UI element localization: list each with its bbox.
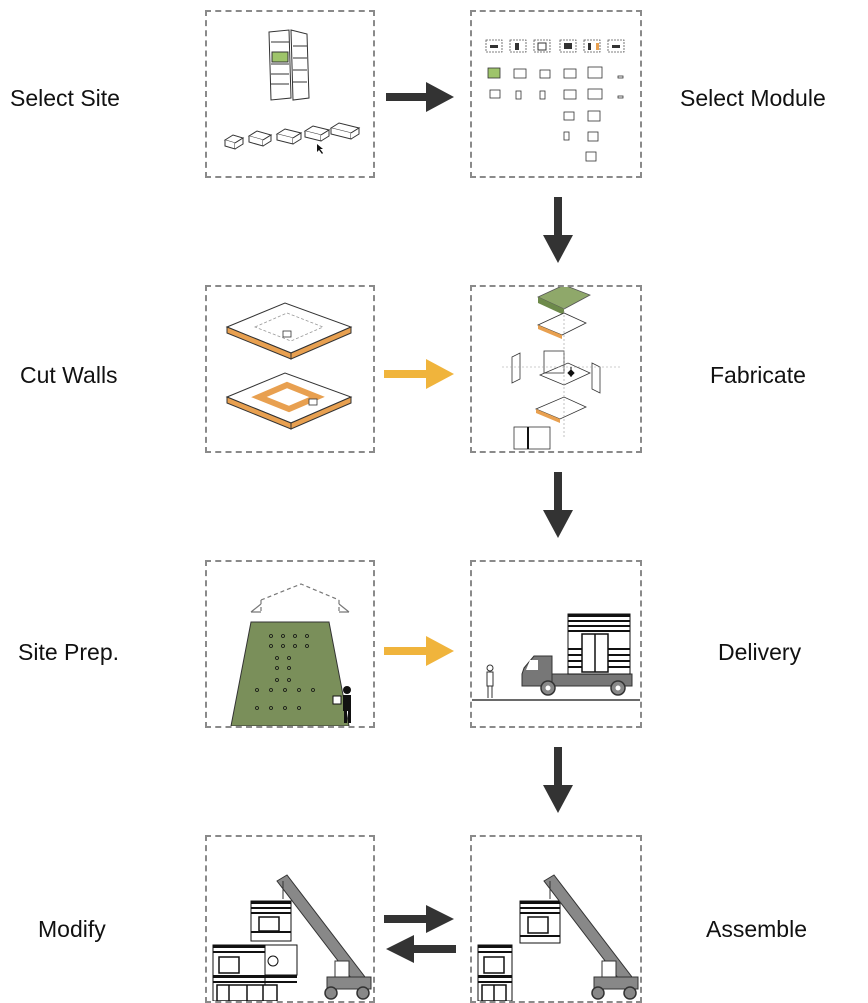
crane-assemble-drawing — [477, 874, 639, 1001]
arrow-select-site-to-module — [386, 82, 454, 112]
assemble-panel — [470, 835, 642, 1003]
fabricate-panel — [470, 285, 642, 453]
delivery-truck-drawing — [472, 613, 640, 726]
label-select-site: Select Site — [10, 85, 120, 111]
arrow-module-to-fabricate — [543, 197, 573, 263]
site-plan-drawing — [223, 29, 361, 154]
arrow-site-prep-to-delivery — [384, 636, 454, 666]
floor-slab-drawing — [225, 302, 353, 430]
site-plot-drawing — [230, 583, 351, 726]
cut-walls-panel — [205, 285, 375, 453]
building-stack — [212, 900, 298, 1001]
module-catalog-drawing — [485, 39, 625, 162]
delivery-panel — [470, 560, 642, 728]
arrow-modify-assemble-swap — [384, 905, 456, 963]
marker-dots — [255, 634, 315, 710]
select-site-panel — [205, 10, 375, 178]
crane-icon — [276, 874, 372, 1000]
label-delivery: Delivery — [718, 639, 802, 665]
arrow-cut-walls-to-fabricate — [384, 359, 454, 389]
site-prep-panel — [205, 560, 375, 728]
modify-panel — [205, 835, 375, 1003]
exploded-module-drawing — [502, 287, 622, 450]
select-module-panel — [470, 10, 642, 178]
label-cut-walls: Cut Walls — [20, 362, 118, 388]
truck-icon — [521, 613, 633, 696]
arrow-delivery-to-assemble — [543, 747, 573, 813]
label-site-prep: Site Prep. — [18, 639, 119, 665]
crane-modify-drawing — [212, 874, 372, 1001]
building-stack — [477, 900, 561, 1001]
person-icon — [486, 664, 494, 698]
label-fabricate: Fabricate — [710, 362, 806, 388]
crane-icon — [543, 874, 639, 1000]
label-select-module: Select Module — [680, 85, 826, 111]
label-modify: Modify — [38, 916, 106, 942]
label-assemble: Assemble — [706, 916, 807, 942]
arrow-fabricate-to-delivery — [543, 472, 573, 538]
worker-icon — [332, 686, 351, 723]
